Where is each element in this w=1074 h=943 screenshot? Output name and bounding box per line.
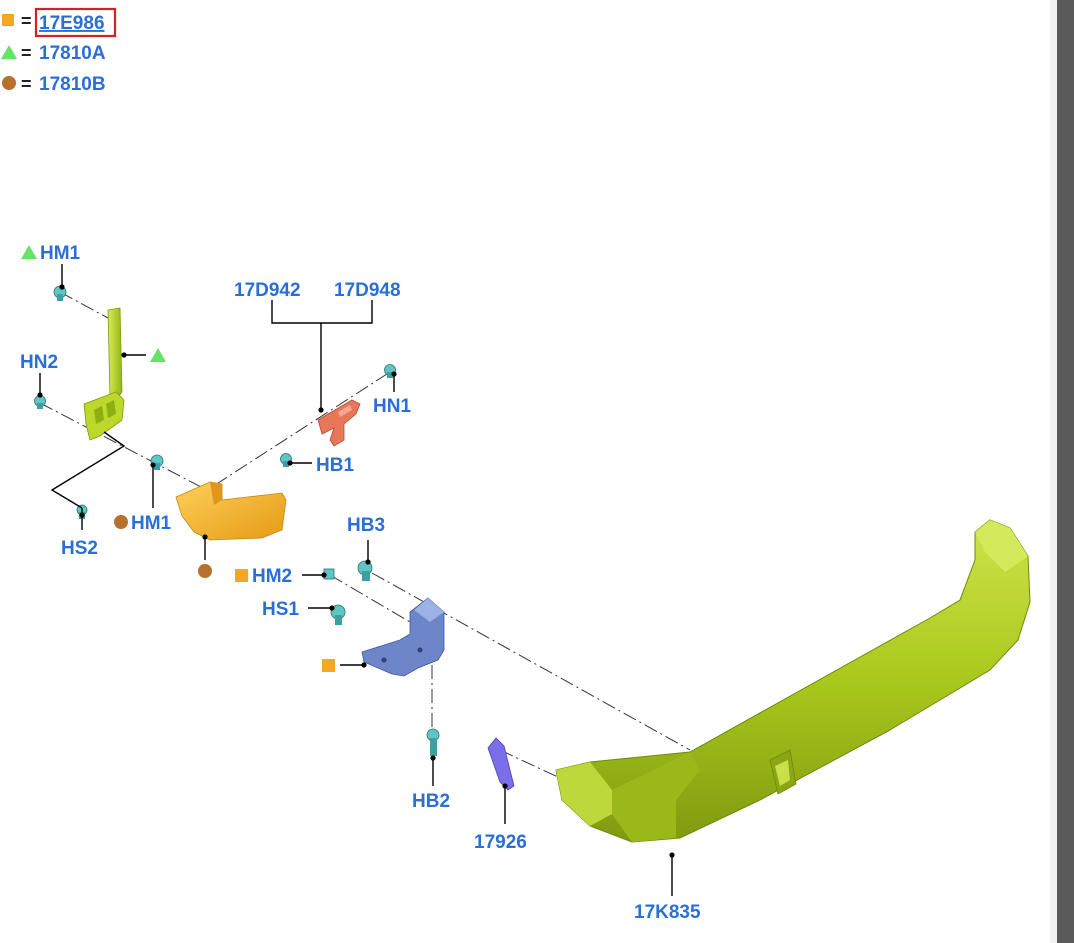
- leader-lines: [37, 264, 675, 896]
- callout-hs1[interactable]: HS1: [262, 599, 299, 620]
- legend: = 17E986 = 17810A = 17810B: [1, 7, 117, 95]
- legend-row-17810b[interactable]: = 17810B: [2, 74, 106, 95]
- callout-17d942[interactable]: 17D942: [234, 280, 301, 301]
- legend-code-link[interactable]: 17810B: [39, 74, 106, 95]
- bumper-mount-bracket[interactable]: [361, 597, 445, 677]
- vertical-scrollbar[interactable]: [1057, 0, 1074, 943]
- scrollbar-track-edge: [1050, 0, 1057, 943]
- callout-hb3[interactable]: HB3: [347, 515, 385, 536]
- callout-hs2[interactable]: HS2: [61, 538, 98, 559]
- fastener-hb3[interactable]: [357, 560, 373, 581]
- callout-labels: HM1 HN2 HS2 HM1 17D942 17D948 HN1 HB1 HB…: [20, 243, 701, 923]
- callout-hb2[interactable]: HB2: [412, 791, 450, 812]
- legend-equals: =: [21, 74, 32, 94]
- legend-row-17e986[interactable]: = 17E986: [2, 7, 117, 38]
- triangle-symbol-icon: [150, 348, 166, 362]
- callout-17926[interactable]: 17926: [474, 832, 527, 853]
- legend-equals: =: [21, 11, 32, 31]
- callout-hm1-top[interactable]: HM1: [40, 243, 81, 264]
- highlight-box: [34, 7, 117, 38]
- fastener-hb2[interactable]: [426, 728, 440, 756]
- callout-hn2[interactable]: HN2: [20, 352, 58, 373]
- square-symbol-icon: [235, 569, 248, 582]
- bumper-pad[interactable]: [487, 737, 515, 791]
- square-symbol-icon: [322, 659, 335, 672]
- legend-equals: =: [21, 43, 32, 63]
- callout-hm2[interactable]: HM2: [252, 566, 292, 587]
- symbol-callouts: [21, 245, 335, 672]
- vertical-side-bracket[interactable]: [83, 307, 125, 441]
- tow-hook-bracket[interactable]: [317, 399, 361, 447]
- triangle-symbol-icon: [21, 245, 37, 259]
- legend-code-link[interactable]: 17E986: [39, 13, 105, 34]
- callout-17k835[interactable]: 17K835: [634, 902, 701, 923]
- rear-bumper[interactable]: [555, 519, 1031, 843]
- square-symbol-icon: [2, 14, 14, 26]
- legend-row-17810a[interactable]: = 17810A: [1, 43, 106, 64]
- callout-hm1-mid[interactable]: HM1: [131, 513, 172, 534]
- circle-symbol-icon: [198, 564, 212, 578]
- circle-symbol-icon: [114, 515, 128, 529]
- callout-hn1[interactable]: HN1: [373, 396, 411, 417]
- callout-hb1[interactable]: HB1: [316, 455, 354, 476]
- bumper-end-cap[interactable]: [175, 481, 287, 541]
- circle-symbol-icon: [2, 76, 16, 90]
- triangle-symbol-icon: [1, 45, 17, 59]
- callout-17d948[interactable]: 17D948: [334, 280, 401, 301]
- legend-code-link[interactable]: 17810A: [39, 43, 106, 64]
